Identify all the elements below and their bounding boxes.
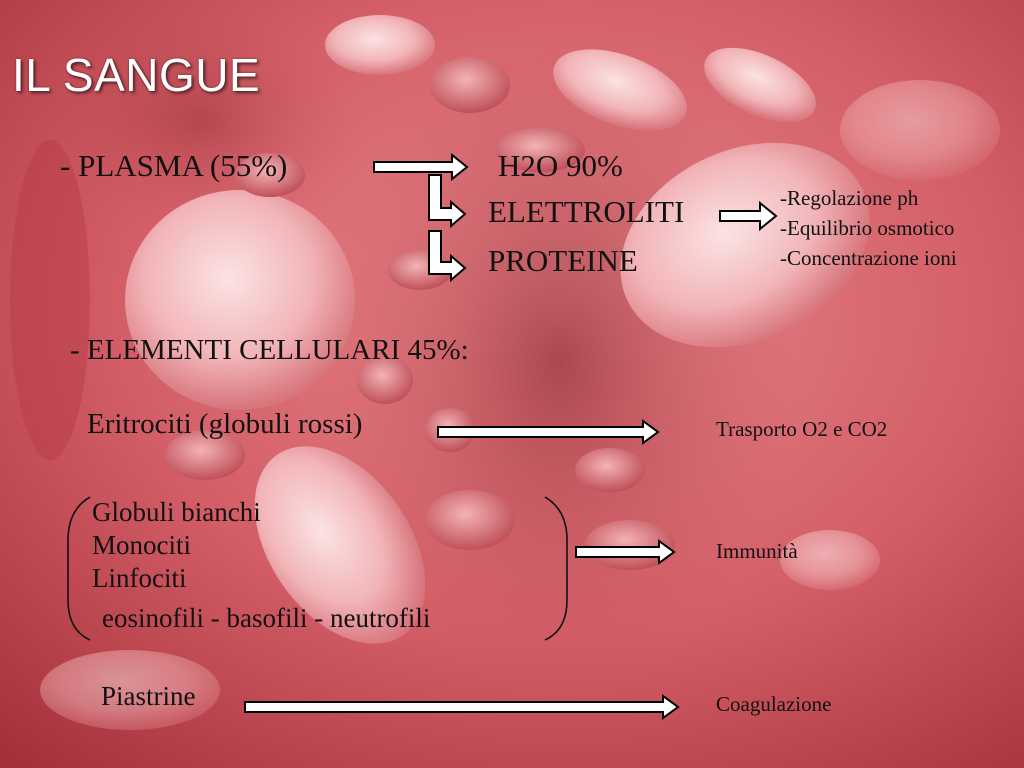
elbow-arrow-electrolytes <box>428 174 467 229</box>
cellular-elements-label: - ELEMENTI CELLULARI 45%: <box>70 334 469 366</box>
elbow-arrow-proteins <box>428 230 467 283</box>
plasma-label: - PLASMA (55%) <box>60 148 288 183</box>
white-cells-function: Immunità <box>716 539 798 563</box>
function-ions: -Concentrazione ioni <box>780 246 957 270</box>
plasma-component-water: H2O 90% <box>498 148 623 183</box>
function-ph: -Regolazione ph <box>780 186 919 210</box>
erythrocytes-label: Eritrociti (globuli rossi) <box>87 408 363 440</box>
wbc-item: Monociti <box>92 530 191 560</box>
arrow-white-cells-to-function <box>575 539 676 565</box>
arrow-erythrocytes-to-function <box>437 419 660 445</box>
platelets-label: Piastrine <box>101 681 196 711</box>
slide-title: IL SANGUE <box>12 49 261 101</box>
left-bracket <box>67 496 91 641</box>
plasma-component-electrolytes: ELETTROLITI <box>488 194 685 229</box>
white-cells-list: Globuli bianchi Monociti Linfociti <box>92 496 261 595</box>
arrow-plasma-to-water <box>373 152 469 182</box>
arrow-platelets-to-function <box>244 694 680 720</box>
plasma-component-proteins: PROTEINE <box>488 243 638 278</box>
platelets-function: Coagulazione <box>716 692 832 716</box>
function-osmotic: -Equilibrio osmotico <box>780 216 955 240</box>
wbc-item: Globuli bianchi <box>92 497 261 527</box>
wbc-item: Linfociti <box>92 563 187 593</box>
right-bracket <box>544 496 568 641</box>
erythrocytes-function: Trasporto O2 e CO2 <box>716 417 888 441</box>
plasma-functions-list: -Regolazione ph -Equilibrio osmotico -Co… <box>780 183 957 273</box>
arrow-electrolytes-to-functions <box>719 200 778 232</box>
granulocytes-label: eosinofili - basofili - neutrofili <box>102 603 431 633</box>
